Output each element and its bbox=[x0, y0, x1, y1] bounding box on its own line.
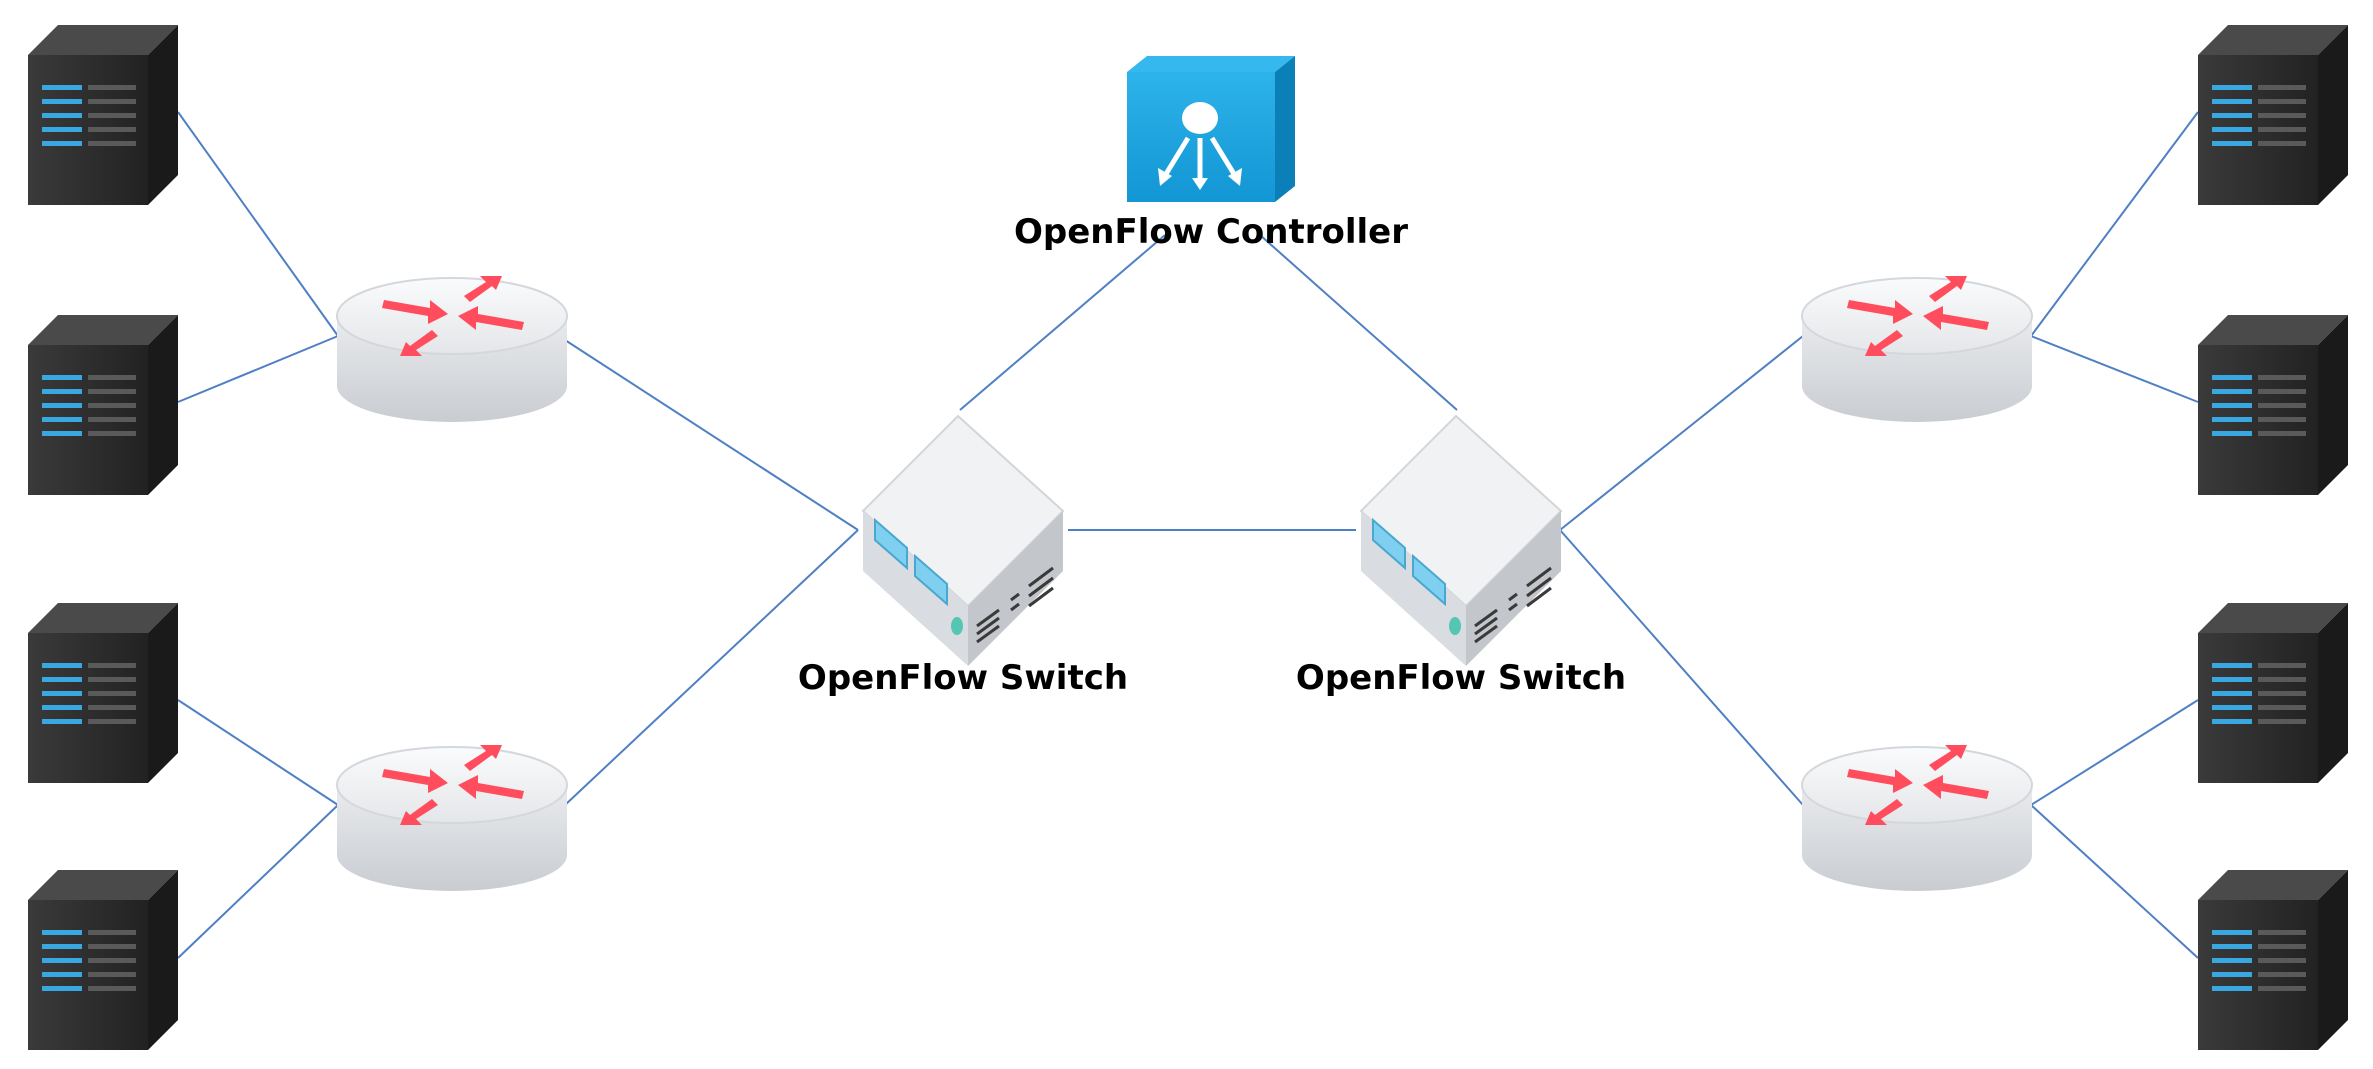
server-icon bbox=[2198, 315, 2348, 495]
links bbox=[177, 111, 2199, 959]
controller-label: OpenFlow Controller bbox=[1013, 212, 1409, 252]
server-icon bbox=[2198, 870, 2348, 1050]
server-icon bbox=[2198, 603, 2348, 783]
router-icon bbox=[1801, 744, 2033, 892]
switch-icon bbox=[1359, 414, 1563, 668]
server-icon bbox=[28, 603, 178, 783]
switch-icon bbox=[861, 414, 1065, 668]
controller-icon bbox=[1127, 56, 1295, 202]
server-icon bbox=[28, 25, 178, 205]
server-icon bbox=[28, 870, 178, 1050]
router-icon bbox=[336, 275, 568, 423]
router-icon bbox=[1801, 275, 2033, 423]
server-icon bbox=[2198, 25, 2348, 205]
switch-right-label: OpenFlow Switch bbox=[1295, 658, 1627, 698]
server-icon bbox=[28, 315, 178, 495]
switch-left-label: OpenFlow Switch bbox=[797, 658, 1129, 698]
router-icon bbox=[336, 744, 568, 892]
